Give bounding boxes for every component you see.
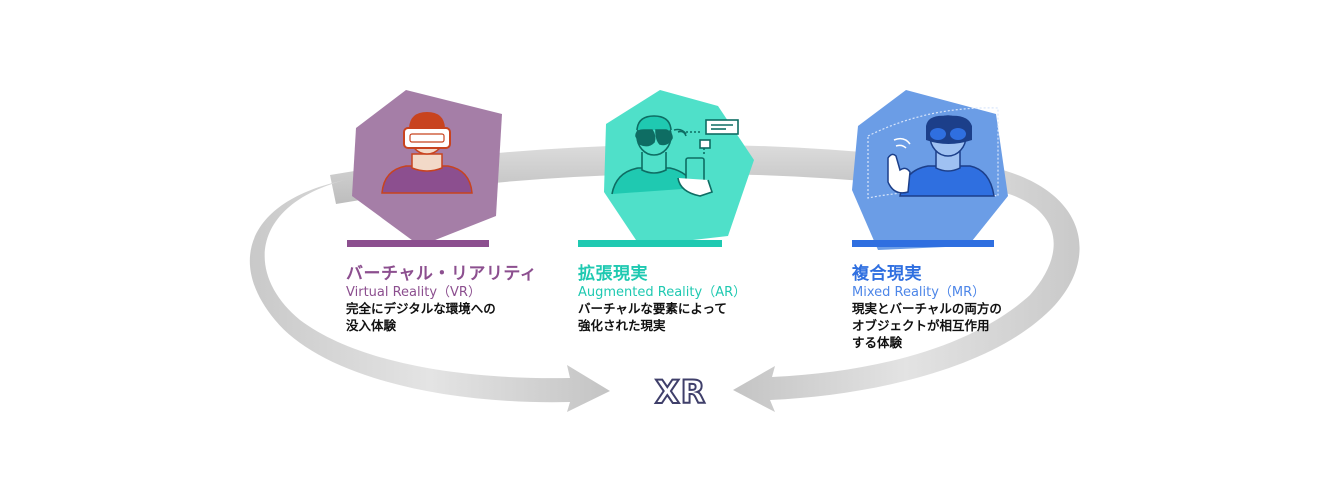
vr-subtitle: Virtual Reality（VR）	[346, 285, 481, 300]
vr-accent-bar	[347, 240, 489, 247]
mr-description: 現実とバーチャルの両方の オブジェクトが相互作用 する体験	[852, 300, 1052, 351]
ar-card-hexagon	[604, 90, 754, 246]
ar-subtitle: Augmented Reality（AR）	[578, 285, 747, 300]
ar-description-line: 強化された現実	[578, 318, 666, 333]
vr-title: バーチャル・リアリティ	[346, 264, 538, 284]
mr-headset-gesture-person-icon	[867, 107, 999, 199]
xr-center-label: XR	[654, 372, 707, 412]
mr-description-line: する体験	[852, 335, 903, 350]
mr-card-hexagon	[852, 90, 1008, 250]
mr-accent-bar	[852, 240, 994, 247]
ar-accent-bar	[578, 240, 722, 247]
ar-description: バーチャルな要素によって 強化された現実	[578, 300, 778, 334]
arrow-left-arc	[249, 180, 611, 412]
vr-description-line: 完全にデジタルな環境への	[346, 301, 496, 316]
arrow-right-arc	[733, 168, 1080, 412]
ar-title: 拡張現実	[578, 264, 648, 284]
ar-glasses-phone-person-icon	[611, 115, 739, 197]
mr-description-line: 現実とバーチャルの両方の	[852, 301, 1002, 316]
mr-description-line: オブジェクトが相互作用	[852, 318, 990, 333]
vr-description: 完全にデジタルな環境への 没入体験	[346, 300, 546, 334]
mr-title: 複合現実	[852, 264, 922, 284]
mr-subtitle: Mixed Reality（MR）	[852, 285, 986, 300]
vr-card-hexagon	[352, 90, 502, 246]
ar-description-line: バーチャルな要素によって	[578, 301, 727, 316]
vr-headset-person-icon	[381, 112, 473, 194]
vr-description-line: 没入体験	[346, 318, 397, 333]
